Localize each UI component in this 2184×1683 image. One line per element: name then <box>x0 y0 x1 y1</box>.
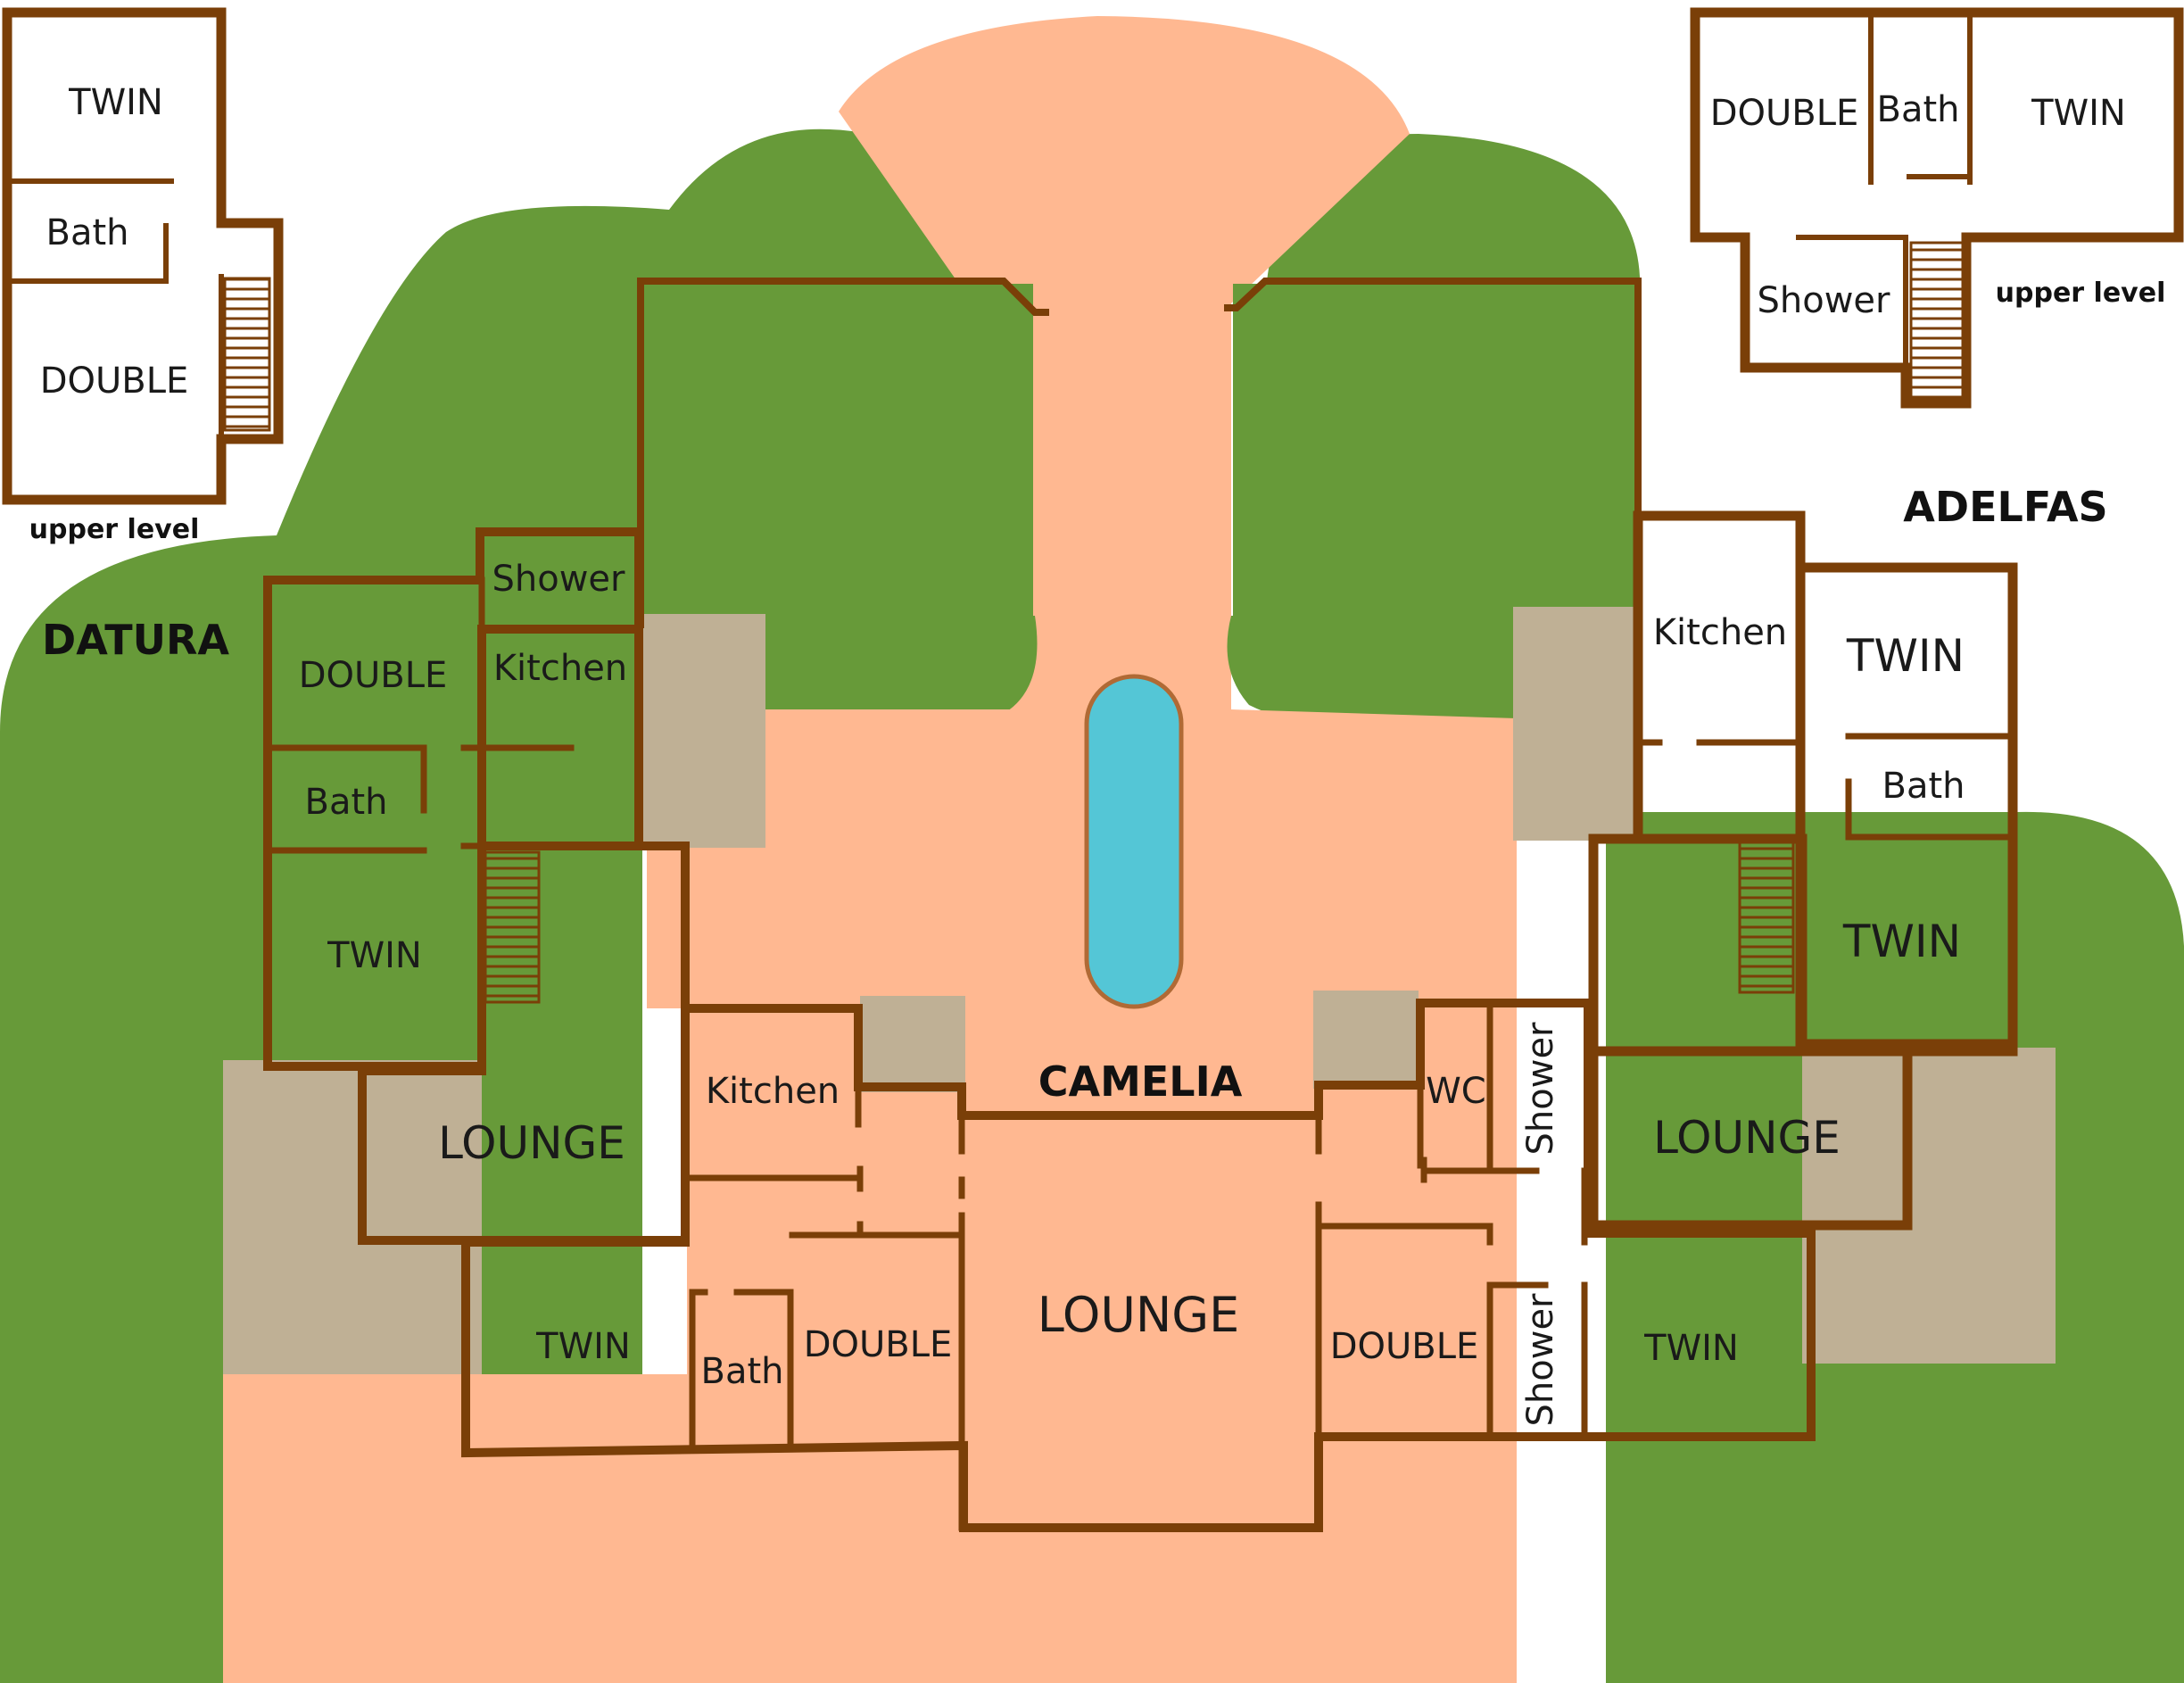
courtyard-fill <box>687 709 1517 1374</box>
camelia-kitchen-label: Kitchen <box>706 1071 840 1112</box>
camelia-shower-bottom-label: Shower <box>1520 1293 1561 1427</box>
terrace-adelfas-side <box>1513 607 1638 841</box>
garden-inner-left <box>641 284 1033 623</box>
garden-strip-left <box>0 1060 223 1683</box>
datura-upper-level[interactable]: TWIN Bath DOUBLE upper level <box>2 7 284 545</box>
adelfas-upper-shower-label: Shower <box>1758 280 1891 321</box>
datura-twin-label: TWIN <box>327 935 422 976</box>
datura-lounge-label: LOUNGE <box>438 1117 625 1169</box>
staircase-icon <box>1738 841 1795 994</box>
swimming-pool-icon <box>1084 674 1184 1009</box>
villa-camelia[interactable]: CAMELIA Kitchen LOUNGE WC Shower TWIN Ba… <box>461 999 1816 1532</box>
adelfas-twin-bottom-label: TWIN <box>1842 916 1961 967</box>
camelia-bath-label: Bath <box>701 1351 784 1392</box>
adelfas-villa-name: ADELFAS <box>1903 483 2107 531</box>
camelia-twin-right-label: TWIN <box>1643 1328 1739 1369</box>
datura-upper-level-caption: upper level <box>29 514 200 545</box>
terrace-adelfas-bottom <box>1802 1048 2056 1364</box>
datura-upper-block <box>2 7 284 505</box>
adelfas-upper-level-caption: upper level <box>1996 278 2166 309</box>
camelia-wc-label: WC <box>1426 1071 1485 1112</box>
datura-bath-label: Bath <box>305 782 388 823</box>
datura-kitchen-label: Kitchen <box>493 648 627 689</box>
villa-adelfas[interactable]: Kitchen TWIN Bath TWIN LOUNGE ADELFAS <box>1588 483 2108 1231</box>
garden-strip-right <box>2056 1048 2184 1683</box>
walkway-area <box>223 16 1642 1683</box>
terrace-areas <box>223 607 2056 1374</box>
camelia-double-right-label: DOUBLE <box>1330 1326 1479 1367</box>
terrace-camelia-right <box>1313 991 1419 1089</box>
adelfas-lounge-label: LOUNGE <box>1653 1112 1841 1164</box>
adelfas-inner-walls <box>1638 733 2011 842</box>
adelfas-kitchen-block <box>1588 510 1806 1057</box>
camelia-double-left-label: DOUBLE <box>804 1324 953 1365</box>
datura-upper-double-label: DOUBLE <box>40 361 189 402</box>
adelfas-upper-bath-label: Bath <box>1877 89 1960 130</box>
datura-villa-name: DATURA <box>42 616 229 664</box>
staircase-icon <box>1909 241 1965 400</box>
adelfas-upper-double-label: DOUBLE <box>1710 93 1859 134</box>
camelia-twin-left-label: TWIN <box>535 1326 631 1367</box>
adelfas-upper-block <box>1690 7 2184 409</box>
datura-upper-walls <box>8 178 224 442</box>
terrace-datura-side <box>641 614 765 848</box>
camelia-inner-walls <box>687 1003 1588 1531</box>
terrace-datura-bottom <box>223 1060 482 1374</box>
camelia-shower-top-label: Shower <box>1520 1022 1561 1156</box>
datura-double-label: DOUBLE <box>299 655 448 696</box>
adelfas-bath-label: Bath <box>1882 766 1965 807</box>
garden-inner-right <box>1233 284 1640 623</box>
terrace-camelia-left <box>860 996 965 1092</box>
garden-walls <box>637 278 1642 628</box>
datura-upper-bath-label: Bath <box>46 212 129 253</box>
adelfas-upper-level[interactable]: DOUBLE Bath TWIN Shower upper level <box>1690 7 2184 409</box>
adelfas-kitchen-label: Kitchen <box>1653 612 1787 653</box>
villa-datura[interactable]: Shower DOUBLE Kitchen Bath TWIN LOUNGE D… <box>42 527 690 1245</box>
staircase-icon <box>484 850 541 1004</box>
datura-upper-twin-label: TWIN <box>68 82 163 123</box>
adelfas-upper-walls <box>1796 12 1973 370</box>
camelia-villa-name: CAMELIA <box>1038 1057 1243 1106</box>
camelia-lounge-label: LOUNGE <box>1038 1287 1240 1343</box>
datura-inner-walls <box>264 576 642 1070</box>
adelfas-upper-twin-label: TWIN <box>2031 93 2126 134</box>
adelfas-twin-top-label: TWIN <box>1846 630 1965 682</box>
camelia-block <box>461 999 1816 1532</box>
datura-shower-label: Shower <box>492 559 626 600</box>
staircase-icon <box>223 277 271 432</box>
adelfas-rooms-block <box>1795 562 2018 1057</box>
